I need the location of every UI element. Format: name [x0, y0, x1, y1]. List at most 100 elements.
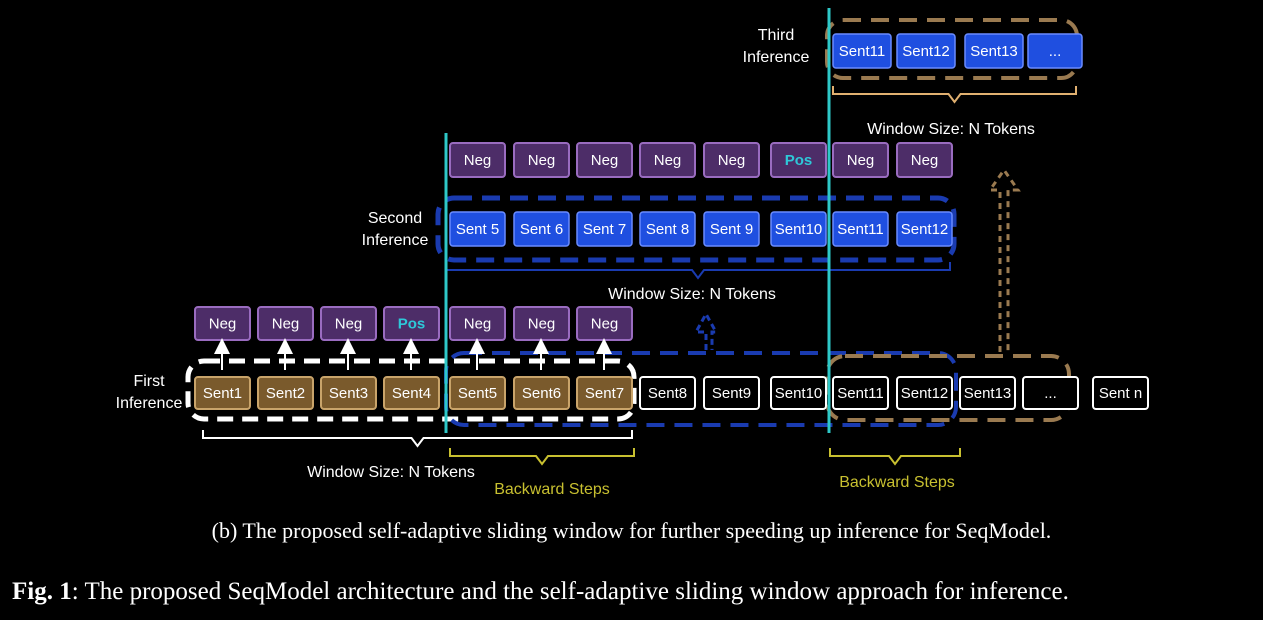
second-prediction-6-box: [770, 142, 827, 178]
first-prediction-7-label: Neg: [591, 316, 619, 333]
first-sentence-13-label: Sent13: [964, 385, 1012, 402]
first-sentence-15-box: [1092, 376, 1149, 410]
third-sentence-2-label: Sent12: [902, 43, 950, 60]
third-sentence-1: Sent11: [832, 33, 892, 69]
first-inference-prediction-row: Neg Neg Neg Pos Neg Neg Neg: [194, 306, 633, 370]
second-inference-up-arrow-icon: [693, 310, 719, 350]
first-sentence-14-label: ...: [1044, 385, 1057, 402]
second-sentence-7-box: [832, 211, 889, 247]
first-prediction-3: Neg: [320, 306, 377, 341]
first-sentence-13: Sent13: [959, 376, 1016, 410]
first-sentence-1-label: Sent1: [203, 385, 242, 402]
third-sentence-3: Sent13: [964, 33, 1024, 69]
second-prediction-7-box: [832, 142, 889, 178]
second-prediction-4: Neg: [639, 142, 696, 178]
second-prediction-3-box: [576, 142, 633, 178]
second-prediction-2-label: Neg: [528, 152, 556, 169]
first-sentence-7: Sent7: [576, 376, 633, 410]
second-sentence-7-label: Sent11: [837, 221, 883, 238]
second-prediction-2: Neg: [513, 142, 570, 178]
third-window-size-label: Window Size: N Tokens: [867, 121, 1035, 138]
second-backward-steps-label: Backward Steps: [839, 474, 955, 491]
first-sentence-10-label: Sent10: [775, 385, 823, 402]
first-sentence-11-label: Sent11: [837, 385, 883, 402]
second-sentence-6-box: [770, 211, 827, 247]
first-sentence-5-box: [449, 376, 506, 410]
second-prediction-4-box: [639, 142, 696, 178]
first-sentence-8-label: Sent8: [648, 385, 687, 402]
second-sentence-8: Sent12: [896, 211, 953, 247]
second-sentence-2: Sent 6: [513, 211, 570, 247]
third-inference-label-line1: Third: [758, 27, 794, 44]
first-window-projection-outline: [444, 351, 958, 427]
first-sentence-6: Sent6: [513, 376, 570, 410]
second-sentence-1-label: Sent 5: [456, 221, 499, 238]
first-inference-label-line1: First: [133, 373, 165, 390]
first-sentence-7-label: Sent7: [585, 385, 624, 402]
figure-caption-text: : The proposed SeqModel architecture and…: [71, 578, 1069, 605]
first-sentence-12-label: Sent12: [901, 385, 949, 402]
first-sentence-13-box: [959, 376, 1016, 410]
second-sentence-6-label: Sent10: [775, 221, 823, 238]
first-sentence-10-box: [770, 376, 827, 410]
first-prediction-3-label: Neg: [335, 316, 363, 333]
first-sentence-11: Sent11: [832, 376, 889, 410]
second-sentence-5-label: Sent 9: [710, 221, 753, 238]
third-sentence-3-label: Sent13: [970, 43, 1018, 60]
second-sentence-7: Sent11: [832, 211, 889, 247]
second-sentence-4-label: Sent 8: [646, 221, 689, 238]
third-sentence-2: Sent12: [896, 33, 956, 69]
second-sentence-6: Sent10: [770, 211, 827, 247]
second-prediction-4-label: Neg: [654, 152, 682, 169]
second-window-outline: [435, 195, 957, 263]
first-sentence-11-box: [832, 376, 889, 410]
figure-caption: Fig. 1: The proposed SeqModel architectu…: [12, 578, 1257, 606]
second-window-brace: [445, 262, 951, 280]
second-backward-brace: [829, 448, 961, 466]
second-prediction-1-box: [449, 142, 506, 178]
first-sentence-9: Sent9: [703, 376, 760, 410]
first-sentence-4: Sent4: [383, 376, 440, 410]
first-sentence-3-label: Sent3: [329, 385, 368, 402]
second-sentence-2-label: Sent 6: [520, 221, 563, 238]
first-sentence-3: Sent3: [320, 376, 377, 410]
third-sentence-4: ...: [1027, 33, 1083, 69]
first-prediction-6: Neg: [513, 306, 570, 341]
first-prediction-1: Neg: [194, 306, 251, 341]
second-prediction-7: Neg: [832, 142, 889, 178]
second-sentence-1: Sent 5: [449, 211, 506, 247]
second-inference-label-line1: Second: [368, 210, 422, 227]
first-sentence-14: ...: [1022, 376, 1079, 410]
first-sentence-8-box: [639, 376, 696, 410]
first-sentence-4-box: [383, 376, 440, 410]
second-prediction-5: Neg: [703, 142, 760, 178]
first-sentence-10: Sent10: [770, 376, 827, 410]
third-inference-up-arrow-icon: [987, 167, 1021, 352]
second-sentence-4-box: [639, 211, 696, 247]
first-prediction-2-label: Neg: [272, 316, 300, 333]
first-sentence-15-label: Sent n: [1099, 385, 1142, 402]
first-prediction-5: Neg: [449, 306, 506, 341]
third-sentence-2-box: [896, 33, 956, 69]
second-prediction-6-label: Pos: [785, 152, 813, 169]
second-inference-label-line2: Inference: [362, 232, 429, 249]
first-sentence-5: Sent5: [449, 376, 506, 410]
first-prediction-4: Pos: [383, 306, 440, 341]
second-prediction-6: Pos: [770, 142, 827, 178]
first-sentence-1-box: [194, 376, 251, 410]
first-sentence-8: Sent8: [639, 376, 696, 410]
second-prediction-1: Neg: [449, 142, 506, 178]
second-sentence-5-box: [703, 211, 760, 247]
first-inference-label-line2: Inference: [116, 395, 183, 412]
third-sentence-4-label: ...: [1049, 43, 1062, 60]
first-prediction-4-label: Pos: [398, 316, 426, 333]
first-prediction-6-label: Neg: [528, 316, 556, 333]
first-sentence-12-box: [896, 376, 953, 410]
third-inference-label-line2: Inference: [743, 49, 810, 66]
first-sentence-3-box: [320, 376, 377, 410]
second-prediction-7-label: Neg: [847, 152, 875, 169]
first-sentence-6-box: [513, 376, 570, 410]
second-sentence-8-box: [896, 211, 953, 247]
